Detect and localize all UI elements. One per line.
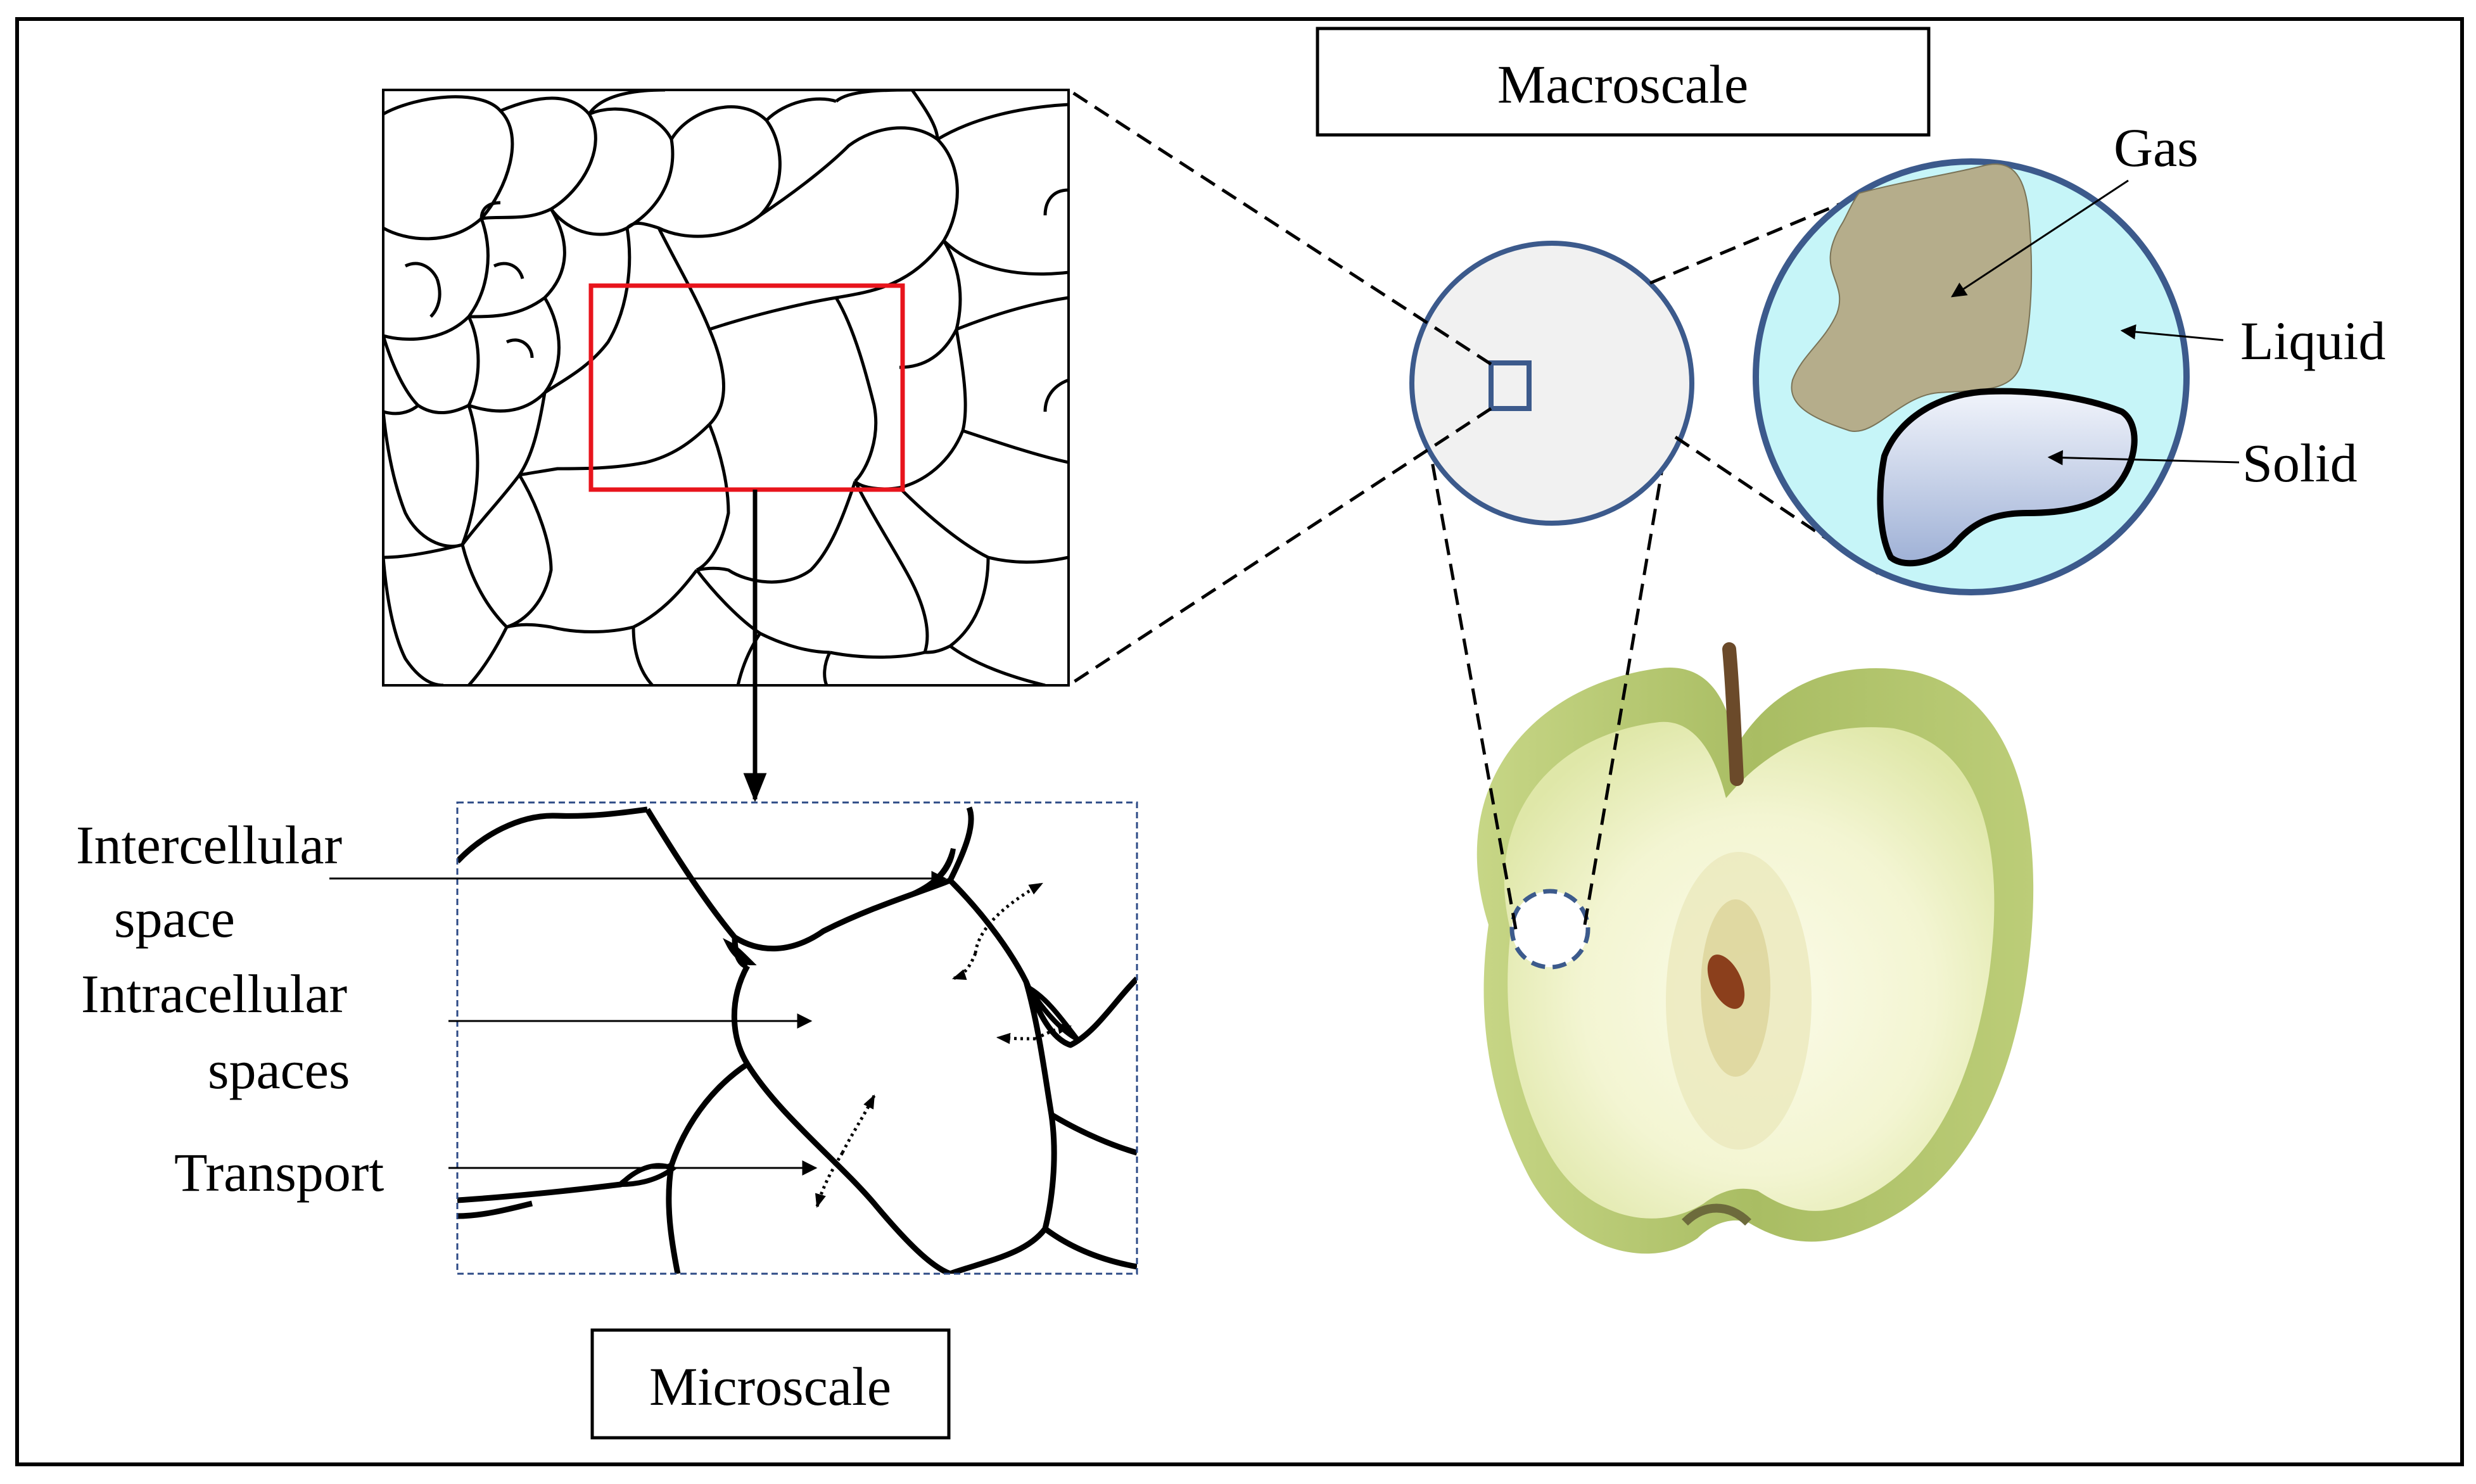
microscale-label-box: [590, 1328, 951, 1440]
intracellular-label-line1: Intracellular: [81, 963, 347, 1024]
solid-region: [1877, 388, 2138, 567]
apple-stem: [1722, 642, 1744, 786]
intercellular-label-line2: space: [114, 888, 235, 949]
tissue-zoom-line-bottom: [1067, 407, 1492, 687]
tissue-cell-network: [382, 89, 1070, 687]
tissue-zoom-line-top: [1067, 88, 1492, 366]
apple-seed: [1707, 954, 1745, 1009]
macroscale-label: Macroscale: [1497, 54, 1748, 115]
zoom-line-1: [1426, 440, 1518, 930]
outer-frame: [15, 17, 2464, 1466]
solid-pointer: [2047, 450, 2240, 466]
micro-gap-2: [723, 938, 757, 966]
macroscale-label-box: [1316, 27, 1931, 137]
zoom-line-2: [1583, 465, 1665, 925]
microscale-label: Microscale: [649, 1356, 891, 1417]
gas-region: [1791, 163, 2033, 433]
micro-gap-1: [905, 847, 956, 899]
phase-circle: [1753, 158, 2190, 595]
macroscale-circle: [1409, 241, 1694, 526]
gas-pointer: [1950, 179, 2129, 298]
liquid-pointer: [2120, 324, 2224, 341]
apple-sample-circle: [1509, 889, 1590, 970]
gas-label: Gas: [2114, 117, 2199, 178]
intracellular-label-line2: spaces: [208, 1039, 350, 1100]
liquid-label: Liquid: [2240, 310, 2385, 371]
apple-bottom-cavity: [1682, 1203, 1751, 1226]
microscale-cells: [456, 801, 1138, 1275]
zoom-region-box: [588, 283, 905, 492]
transport-arrows: [815, 882, 1072, 1208]
transport-label: Transport: [174, 1142, 384, 1203]
apple-half: [1476, 642, 2034, 1254]
solid-label: Solid: [2242, 433, 2358, 493]
intercellular-label-line1: Intercellular: [76, 815, 342, 875]
macro-sample-square: [1489, 360, 1532, 411]
